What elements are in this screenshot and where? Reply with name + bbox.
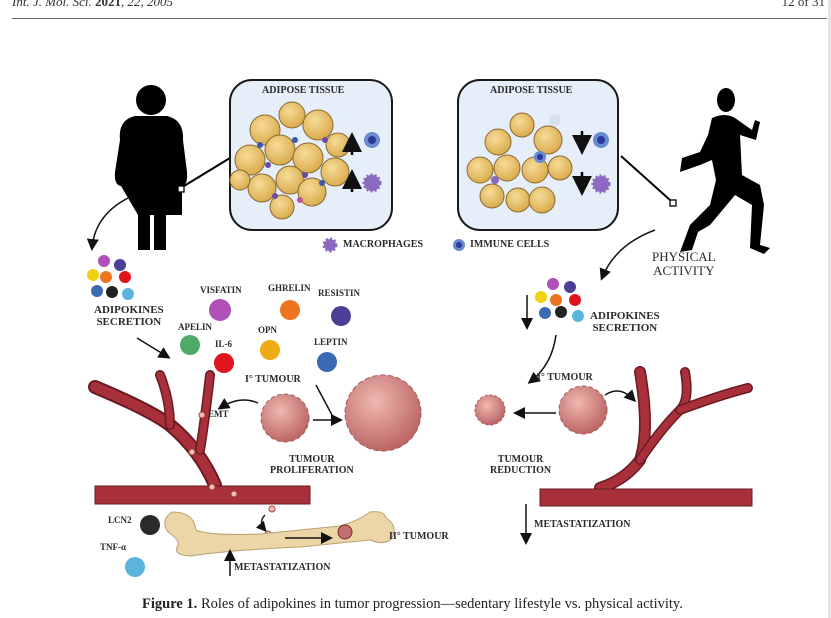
adipose-tissue-box-left: [229, 79, 393, 231]
zoom-connector: [669, 199, 677, 207]
caption-label: Figure 1.: [142, 596, 198, 612]
journal-volume: , 22, 2005: [121, 0, 174, 9]
obese-person-icon: [114, 85, 188, 250]
tnf-alpha-label: TNF-α: [100, 542, 127, 552]
connector-line: [620, 155, 671, 201]
tnf-alpha-sphere: [125, 557, 145, 577]
leptin-sphere: [317, 352, 337, 372]
blood-vessel-main-left: [94, 485, 311, 505]
legend-immune-cells: IMMUNE CELLS: [470, 239, 550, 250]
primary-tumour-left: [260, 393, 310, 443]
blood-vessel-right: [594, 366, 753, 494]
tissue-box-title-right: ADIPOSE TISSUE: [490, 85, 573, 96]
adipocyte-cluster: [466, 112, 573, 214]
metastatization-label-left: METASTATIZATION: [234, 562, 331, 573]
running-person-icon: [680, 88, 770, 254]
resistin-label: RESISTIN: [318, 288, 361, 298]
metastatization-label-right: METASTATIZATION: [534, 519, 631, 530]
visfatin-label: VISFATIN: [200, 285, 242, 295]
arrow-to-tumour: [527, 334, 557, 384]
opn-label: OPN: [258, 325, 277, 335]
leptin-label: LEPTIN: [314, 337, 348, 347]
journal-year: 2021: [95, 0, 122, 9]
emt-arrow: [217, 398, 259, 410]
primary-tumour-label-right: I° TUMOUR: [537, 372, 593, 383]
apelin-sphere: [180, 335, 200, 355]
lcn2-label: LCN2: [108, 515, 132, 525]
lcn2-sphere: [140, 515, 160, 535]
reduced-tumour: [474, 394, 506, 426]
extravasation-arrow: [255, 514, 267, 532]
bone-illustration: [164, 511, 395, 557]
adipokine-cluster-left: [87, 255, 134, 300]
adipokine-cluster-right: [535, 278, 584, 322]
macrophage-icon: [591, 174, 611, 194]
inhibition-line: [315, 384, 333, 416]
primary-tumour-label-left: I° TUMOUR: [245, 374, 301, 385]
arrow-adipokines-to-vessel: [136, 337, 171, 359]
primary-tumour-right: [558, 385, 608, 435]
ghrelin-sphere: [280, 300, 300, 320]
visfatin-sphere: [209, 299, 231, 321]
emt-label: EMT: [208, 409, 229, 419]
apelin-label: APELIN: [178, 322, 213, 332]
connector-line: [183, 157, 231, 187]
legend-macrophages: MACROPHAGES: [343, 239, 423, 250]
proliferated-tumour: [344, 374, 422, 452]
zoom-connector: [177, 185, 185, 193]
tissue-box-title-left: ADIPOSE TISSUE: [262, 85, 345, 96]
adipose-tissue-box-right: [457, 79, 619, 231]
macrophage-icon: [362, 173, 382, 193]
resistin-sphere: [331, 306, 351, 326]
journal-name: Int. J. Mol. Sci.: [12, 0, 92, 9]
caption-text: Roles of adipokines in tumor progression…: [197, 596, 683, 612]
il6-label: IL-6: [215, 339, 233, 349]
arrow-to-adipokines: [599, 229, 656, 281]
il6-sphere: [214, 353, 234, 373]
tumour-to-vessel-arrow: [604, 389, 637, 403]
arrow-to-adipokines: [86, 197, 129, 251]
blood-vessel-left: [88, 370, 222, 492]
figure-caption: Figure 1. Roles of adipokines in tumor p…: [142, 596, 683, 613]
header-divider: [12, 18, 827, 19]
opn-sphere: [260, 340, 280, 360]
blood-vessel-main-right: [539, 488, 753, 507]
scrollbar[interactable]: [828, 0, 831, 618]
page-indicator: 12 of 31: [781, 0, 825, 9]
journal-citation: Int. J. Mol. Sci. 2021, 22, 2005: [12, 0, 173, 10]
ghrelin-label: GHRELIN: [268, 283, 311, 293]
secondary-tumour-label: II° TUMOUR: [389, 531, 449, 542]
macrophage-legend-icon: [322, 237, 338, 253]
